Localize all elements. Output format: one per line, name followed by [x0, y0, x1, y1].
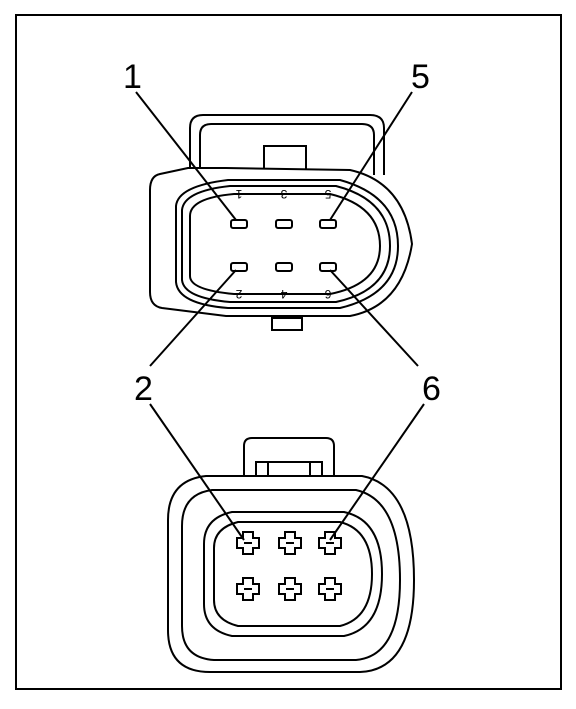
bottom-connector-lock-inner — [255, 461, 323, 478]
callout-6: 6 — [422, 370, 441, 408]
bottom-connector — [167, 437, 416, 673]
callout-2: 2 — [134, 370, 153, 408]
leader-lines — [135, 91, 425, 541]
top-connector-lock-tab — [263, 145, 307, 171]
top-connector-rear-inner — [199, 123, 375, 175]
pin-number-labels: 1 3 5 2 4 6 — [235, 187, 331, 301]
top-connector-bottom-key — [271, 317, 303, 331]
pin-number-6: 6 — [324, 287, 331, 301]
callout-1: 1 — [123, 58, 142, 96]
pin-slot-3 — [275, 219, 293, 229]
frame-border — [15, 14, 562, 690]
top-connector-rear-housing — [189, 114, 385, 175]
bottom-connector-lock-tab — [243, 437, 335, 478]
top-connector — [149, 114, 414, 331]
pin-slot-1 — [230, 219, 248, 229]
pin-slot-2 — [230, 262, 248, 272]
bottom-connector-housing-inner — [181, 489, 402, 661]
top-connector-face-inner — [189, 193, 382, 295]
pin-number-5: 5 — [324, 187, 331, 201]
bottom-connector-face-inner — [213, 521, 374, 627]
pin-number-1: 1 — [235, 187, 242, 201]
leader-5 — [329, 91, 413, 221]
leader-2-top — [149, 269, 237, 367]
callout-5: 5 — [411, 58, 430, 96]
pin-slot-5 — [319, 219, 337, 229]
terminal-6 — [318, 577, 342, 601]
terminal-2 — [236, 577, 260, 601]
leader-6-bottom — [329, 403, 425, 541]
top-connector-body — [149, 167, 414, 317]
top-connector-face-outer — [175, 179, 400, 309]
leader-2-bottom — [149, 403, 245, 541]
bottom-connector-face-outer — [203, 511, 384, 637]
pin-number-2: 2 — [235, 287, 242, 301]
pin-number-4: 4 — [280, 287, 287, 301]
pin-slot-6 — [319, 262, 337, 272]
terminal-3 — [278, 531, 302, 555]
terminal-4 — [278, 577, 302, 601]
terminal-1 — [236, 531, 260, 555]
pin-slot-4 — [275, 262, 293, 272]
pin-number-3: 3 — [280, 187, 287, 201]
leader-1 — [135, 91, 237, 221]
terminal-5 — [318, 531, 342, 555]
leader-6-top — [329, 269, 419, 367]
top-connector-face-mid — [181, 185, 392, 303]
